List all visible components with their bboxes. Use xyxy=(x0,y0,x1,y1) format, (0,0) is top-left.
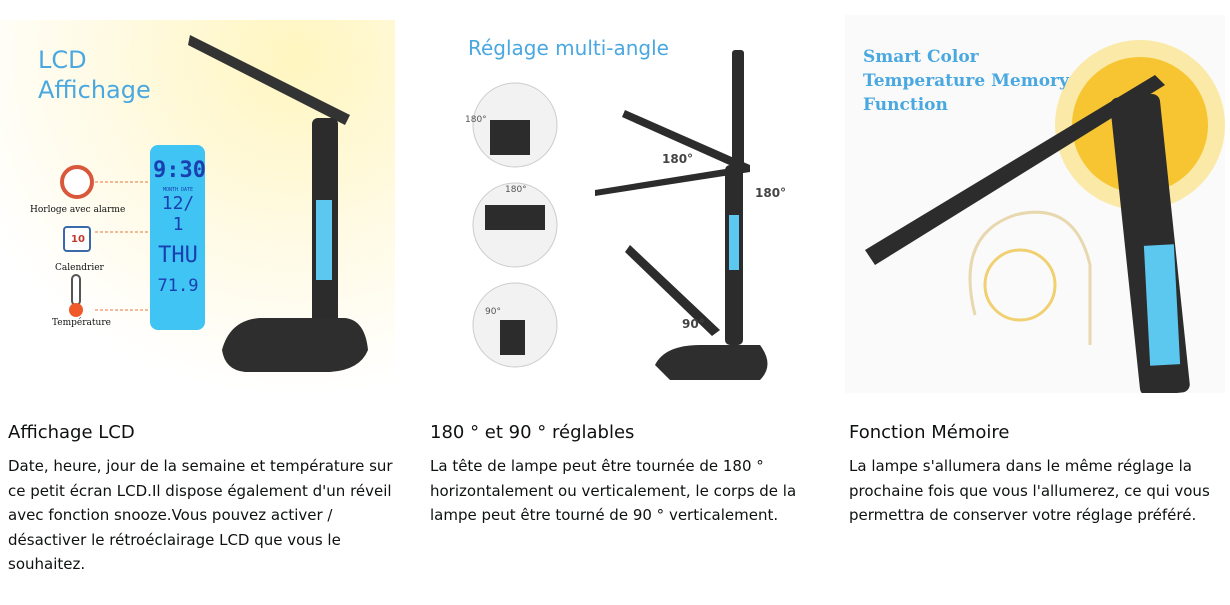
feature-description: La lampe s'allumera dans le même réglage… xyxy=(849,457,1210,524)
lcd-screen: 9:30 MONTH DATE 12/ 1 THU 71.9 xyxy=(153,158,206,296)
overlay-title-line: Function xyxy=(863,95,948,115)
angle-label: 180° xyxy=(505,185,527,195)
feature-title: Affichage LCD xyxy=(8,422,135,443)
angle-label: 90° xyxy=(485,307,501,317)
overlay-title-line2: Affichage xyxy=(38,76,151,104)
overlay-title-line: Temperature Memory xyxy=(863,71,1069,91)
calendar-day: 10 xyxy=(71,234,85,245)
callout-clock: Horloge avec alarme xyxy=(30,205,126,215)
multi-angle-illustration xyxy=(472,50,768,380)
overlay-title-line: Smart Color xyxy=(863,47,979,67)
lcd-temp: 71.9 xyxy=(157,276,199,296)
feature-description: Date, heure, jour de la semaine et tempé… xyxy=(8,457,393,573)
lcd-product-image: LCD Affichage Horloge avec alarme 10 Cal… xyxy=(0,20,395,395)
memory-lamp-illustration xyxy=(845,15,1225,393)
callout-temperature: Température xyxy=(52,318,111,328)
lcd-date-label: DATE xyxy=(181,187,194,193)
lcd-time: 9:30 xyxy=(153,158,206,183)
overlay-title-line1: LCD xyxy=(38,46,87,74)
feature-title: Fonction Mémoire xyxy=(849,422,1010,443)
feature-description: La tête de lampe peut être tournée de 18… xyxy=(430,457,797,524)
callout-calendar: Calendrier xyxy=(55,263,104,273)
lcd-lamp-illustration xyxy=(0,20,395,395)
lcd-month-label: MONTH xyxy=(162,187,178,193)
lcd-day: THU xyxy=(158,243,198,268)
angle-label: 180° xyxy=(465,115,487,125)
overlay-title: Réglage multi-angle xyxy=(468,36,669,60)
feature-title: 180 ° et 90 ° réglables xyxy=(430,422,635,443)
angle-label: 180° xyxy=(662,152,694,166)
lcd-date: 12/ 1 xyxy=(161,193,195,235)
angle-label: 180° xyxy=(755,186,787,200)
angle-label: 90° xyxy=(682,317,705,331)
memory-product-image: Smart Color Temperature Memory Function xyxy=(845,15,1225,393)
adjustable-product-image: Réglage multi-angle 180° 180° 90° 180° 1… xyxy=(420,20,810,400)
